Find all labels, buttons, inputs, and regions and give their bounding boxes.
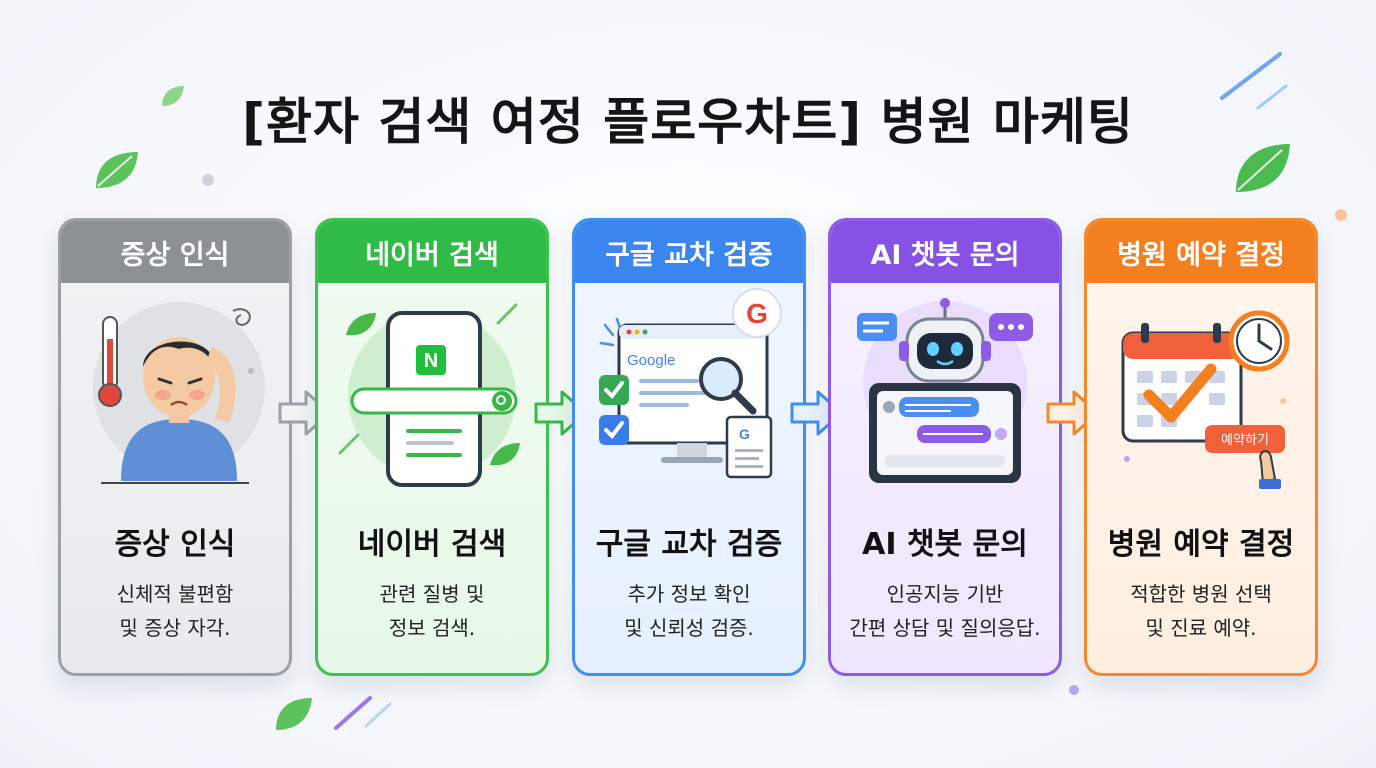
hand-pointer-icon bbox=[1259, 450, 1277, 485]
leaf-icon bbox=[1236, 144, 1290, 192]
magnifier-icon bbox=[699, 357, 743, 401]
step-card-booking: 병원 예약 결정 예약하기 병원 예약 결정 적합한 병원 선택 및 진료 예약… bbox=[1084, 218, 1318, 676]
step-description: 신체적 불편함 및 증상 자각. bbox=[116, 582, 234, 640]
step-description: 인공지능 기반 간편 상담 및 질의응답. bbox=[849, 582, 1041, 640]
step-card-ai-chatbot: AI 챗봇 문의 AI 챗봇 문의 인공지능 기반 간편 상담 및 질의응답. bbox=[828, 218, 1062, 676]
google-verify-illustration: Google G G bbox=[599, 288, 782, 479]
google-logo-icon: Google bbox=[627, 352, 675, 369]
search-icon bbox=[496, 395, 506, 405]
light-streak-icon bbox=[1220, 52, 1288, 110]
checkbox-checked-icon bbox=[599, 415, 629, 445]
step-description: 적합한 병원 선택 및 진료 예약. bbox=[1130, 582, 1272, 640]
sick-person-illustration bbox=[93, 302, 265, 484]
chat-bubble-icon bbox=[857, 313, 897, 341]
step-header: 네이버 검색 bbox=[318, 221, 546, 283]
thermometer-icon bbox=[98, 316, 122, 407]
naver-logo-icon: N bbox=[424, 350, 438, 372]
calendar-icon bbox=[1121, 323, 1243, 443]
clock-icon bbox=[1228, 310, 1290, 372]
leaf-icon bbox=[276, 698, 312, 730]
step-heading: 병원 예약 결정 bbox=[1107, 527, 1295, 562]
google-g-icon: G bbox=[739, 426, 750, 442]
ai-chatbot-illustration bbox=[857, 298, 1033, 483]
step-card-symptom: 증상 인식 증상 인식 신체적 불편함 및 증상 자각. bbox=[58, 218, 292, 676]
robot-icon bbox=[899, 317, 991, 383]
google-g-icon: G bbox=[746, 298, 768, 329]
step-heading: 네이버 검색 bbox=[357, 527, 507, 562]
step-header: 증상 인식 bbox=[61, 221, 289, 283]
checkbox-checked-icon bbox=[599, 375, 629, 405]
step-header: AI 챗봇 문의 bbox=[831, 221, 1059, 283]
step-header: 구글 교차 검증 bbox=[575, 221, 803, 283]
step-heading: AI 챗봇 문의 bbox=[862, 527, 1028, 562]
page-title: [환자 검색 여정 플로우차트] 병원 마케팅 bbox=[242, 93, 1134, 151]
step-heading: 증상 인식 bbox=[114, 527, 236, 562]
dot-icon bbox=[1335, 209, 1347, 221]
checkmark-icon bbox=[1143, 363, 1217, 423]
step-card-naver-search: 네이버 검색 N 네이버 검색 관련 질병 및 정보 검색. bbox=[315, 218, 549, 676]
step-description: 관련 질병 및 정보 검색. bbox=[379, 582, 485, 640]
step-header: 병원 예약 결정 bbox=[1087, 221, 1315, 283]
step-card-google-verify: 구글 교차 검증 Google G G 구글 교차 검증 추가 정보 확인 및 … bbox=[572, 218, 806, 676]
calendar-booking-illustration: 예약하기 bbox=[1121, 310, 1290, 489]
dot-icon bbox=[1069, 685, 1079, 695]
light-streak-icon bbox=[334, 696, 392, 730]
smartphone-search-illustration: N bbox=[338, 303, 520, 487]
leaf-icon bbox=[96, 152, 138, 188]
step-heading: 구글 교차 검증 bbox=[595, 527, 783, 562]
leaf-icon bbox=[162, 86, 184, 106]
dot-icon bbox=[202, 174, 214, 186]
booking-button-label: 예약하기 bbox=[1221, 433, 1269, 448]
step-description: 추가 정보 확인 및 신뢰성 검증. bbox=[624, 582, 754, 640]
